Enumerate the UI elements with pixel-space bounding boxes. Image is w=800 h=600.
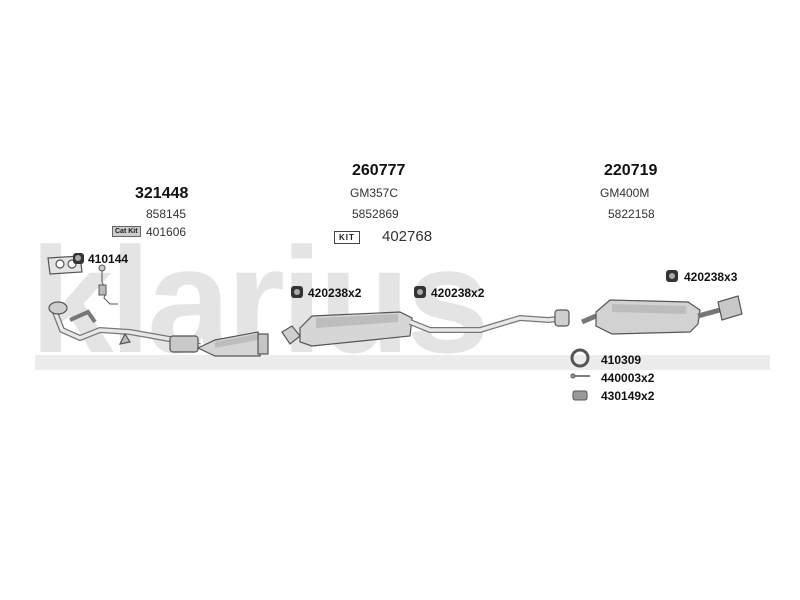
kit-label: KIT (334, 231, 360, 244)
clamp-icon (572, 390, 588, 401)
bolt-icon (570, 373, 590, 379)
front-pipe (48, 301, 201, 353)
hanger-icon-1 (291, 286, 303, 298)
cat-kit-label: Cat Kit (112, 226, 141, 237)
hanger1-label: 420238x2 (308, 286, 362, 300)
hanger2-label: 420238x2 (431, 286, 485, 300)
section1-sub2: 401606 (146, 225, 187, 239)
watermark-band (35, 355, 770, 370)
kit-number: 402768 (382, 228, 433, 245)
centre-muffler (281, 309, 570, 347)
section3-part-number: 220719 (604, 162, 658, 179)
hanger3-label: 420238x3 (684, 270, 738, 284)
rear-muffler (581, 295, 743, 335)
section1-sub1: 858145 (146, 207, 187, 221)
ring-icon (570, 348, 590, 368)
clamp-label: 430149x2 (601, 389, 655, 403)
gasket-label: 410144 (88, 252, 129, 266)
ring-label: 410309 (601, 353, 642, 367)
gasket-hanger-icon (73, 253, 84, 264)
section2-sub2: 5852869 (352, 207, 399, 221)
section3-sub1: GM400M (600, 186, 650, 200)
hanger-icon-2 (414, 286, 426, 298)
hanger-icon-3 (666, 270, 678, 282)
bolt-label: 440003x2 (601, 371, 655, 385)
section2-sub1: GM357C (350, 186, 399, 200)
section3-sub2: 5822158 (608, 207, 655, 221)
catalytic-converter (196, 331, 269, 357)
section1-part-number: 321448 (135, 185, 189, 202)
section2-part-number: 260777 (352, 162, 406, 179)
lambda-sensor-icon (98, 264, 118, 305)
